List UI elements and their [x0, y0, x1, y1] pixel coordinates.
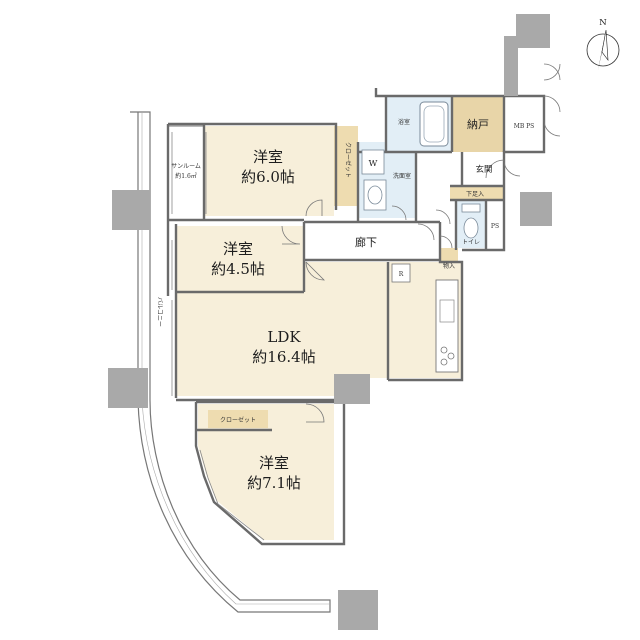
bathtub	[419, 101, 449, 147]
closet-a-label: クローゼット	[344, 142, 352, 178]
compass: N	[586, 18, 620, 70]
fridge-label: R	[399, 271, 404, 278]
mbps-label: MB PS	[514, 123, 535, 130]
wash-basin	[363, 179, 387, 211]
western-room-a-name: 洋室	[253, 148, 283, 166]
doors	[281, 63, 561, 423]
western-room-c-name: 洋室	[259, 454, 289, 472]
kitchen-counter	[435, 279, 459, 373]
shoe-storage-label: 下足入	[466, 191, 484, 198]
sunroom-label: サンルーム	[171, 163, 201, 170]
toilet-label: トイレ	[462, 239, 480, 246]
fridge-box	[391, 263, 411, 283]
ps-area	[486, 200, 504, 248]
washer-box	[361, 149, 385, 175]
ldk-name: LDK	[267, 328, 301, 346]
storage-room-label: 納戸	[467, 118, 489, 131]
balcony-label: バルコニー	[156, 297, 163, 327]
western-room-a-size: 約6.0帖	[241, 168, 295, 186]
entrance-area	[462, 152, 504, 186]
western-room-b-size: 約4.5帖	[211, 260, 265, 278]
washroom-label: 洗面室	[393, 172, 411, 180]
sunroom-area	[167, 125, 205, 221]
western-room-b-area	[176, 226, 304, 292]
compass-label: N	[599, 18, 607, 28]
western-room-a-area	[204, 126, 334, 216]
storage-small-label: 物入	[443, 262, 455, 270]
closet-c-label: クローゼット	[220, 416, 256, 424]
western-room-c-size: 約7.1帖	[247, 474, 301, 492]
mbps-area	[504, 96, 544, 152]
pillars	[108, 14, 552, 630]
shoe-storage-area	[450, 186, 504, 200]
entrance-label: 玄関	[475, 164, 492, 175]
storage-room-area	[452, 96, 504, 152]
ps-label: PS	[491, 223, 499, 230]
balcony	[130, 111, 331, 613]
corridor-area	[304, 224, 440, 260]
corridor-label: 廊下	[355, 235, 377, 249]
western-room-b-name: 洋室	[223, 240, 253, 258]
walls	[166, 88, 546, 546]
washer-label: W	[369, 159, 378, 169]
windows	[171, 132, 265, 541]
western-room-c-area	[198, 404, 334, 540]
ldk-area	[176, 262, 462, 396]
bath-label: 浴室	[398, 118, 410, 126]
closet-a-area	[334, 126, 358, 206]
sunroom-size: 約1.6㎡	[175, 172, 197, 180]
ldk-size: 約16.4帖	[252, 348, 315, 366]
toilet-bowl	[461, 203, 481, 239]
closet-c-area	[208, 410, 268, 428]
